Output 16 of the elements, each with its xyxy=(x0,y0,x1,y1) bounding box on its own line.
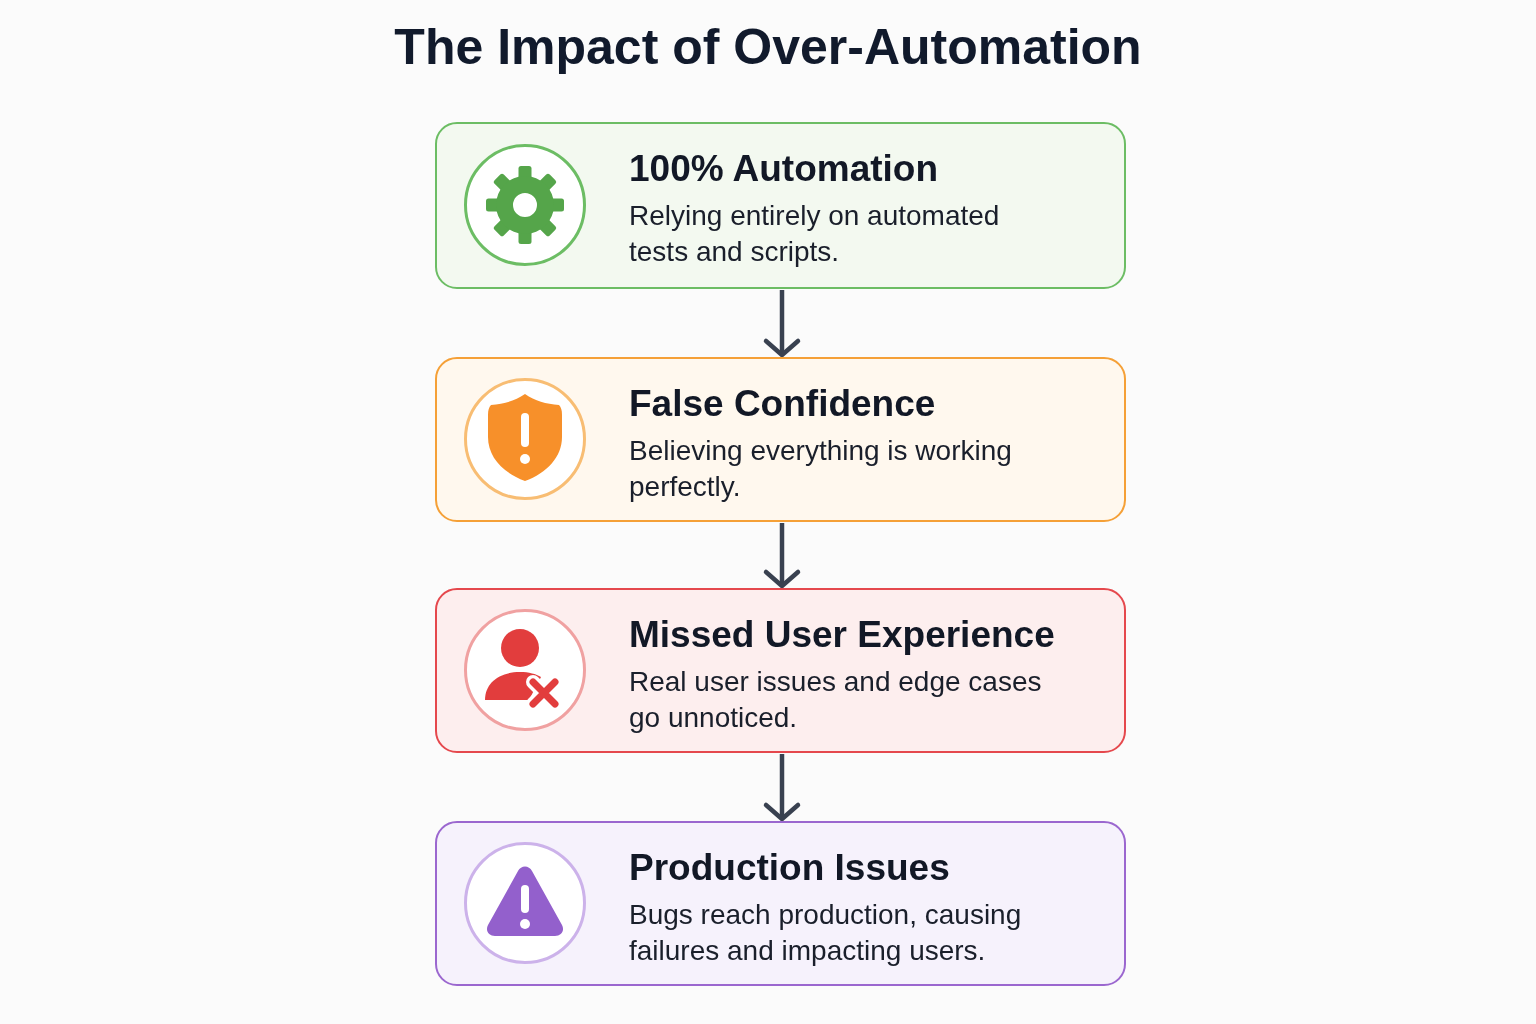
process-box xyxy=(435,357,1126,522)
arrow xyxy=(763,290,801,358)
diagram-title: The Impact of Over-Automation xyxy=(394,19,1142,75)
process-box xyxy=(435,821,1126,986)
step-heading: Missed User Experience xyxy=(629,613,1055,657)
step-heading: 100% Automation xyxy=(629,147,939,191)
step-heading: Production Issues xyxy=(629,846,950,890)
step-description: Believing everything is working perfectly. xyxy=(629,434,1013,504)
arrow xyxy=(763,754,801,822)
process-box xyxy=(435,588,1126,753)
arrow xyxy=(763,523,801,589)
step-description: Real user issues and edge cases go unnoticed. xyxy=(629,665,1043,735)
step-description: Relying entirely on automated tests and scripts. xyxy=(629,199,1001,269)
step-heading: False Confidence xyxy=(629,382,936,426)
step-description: Bugs reach production, causing failures and impacting users. xyxy=(629,898,1023,968)
process-box xyxy=(435,122,1126,289)
